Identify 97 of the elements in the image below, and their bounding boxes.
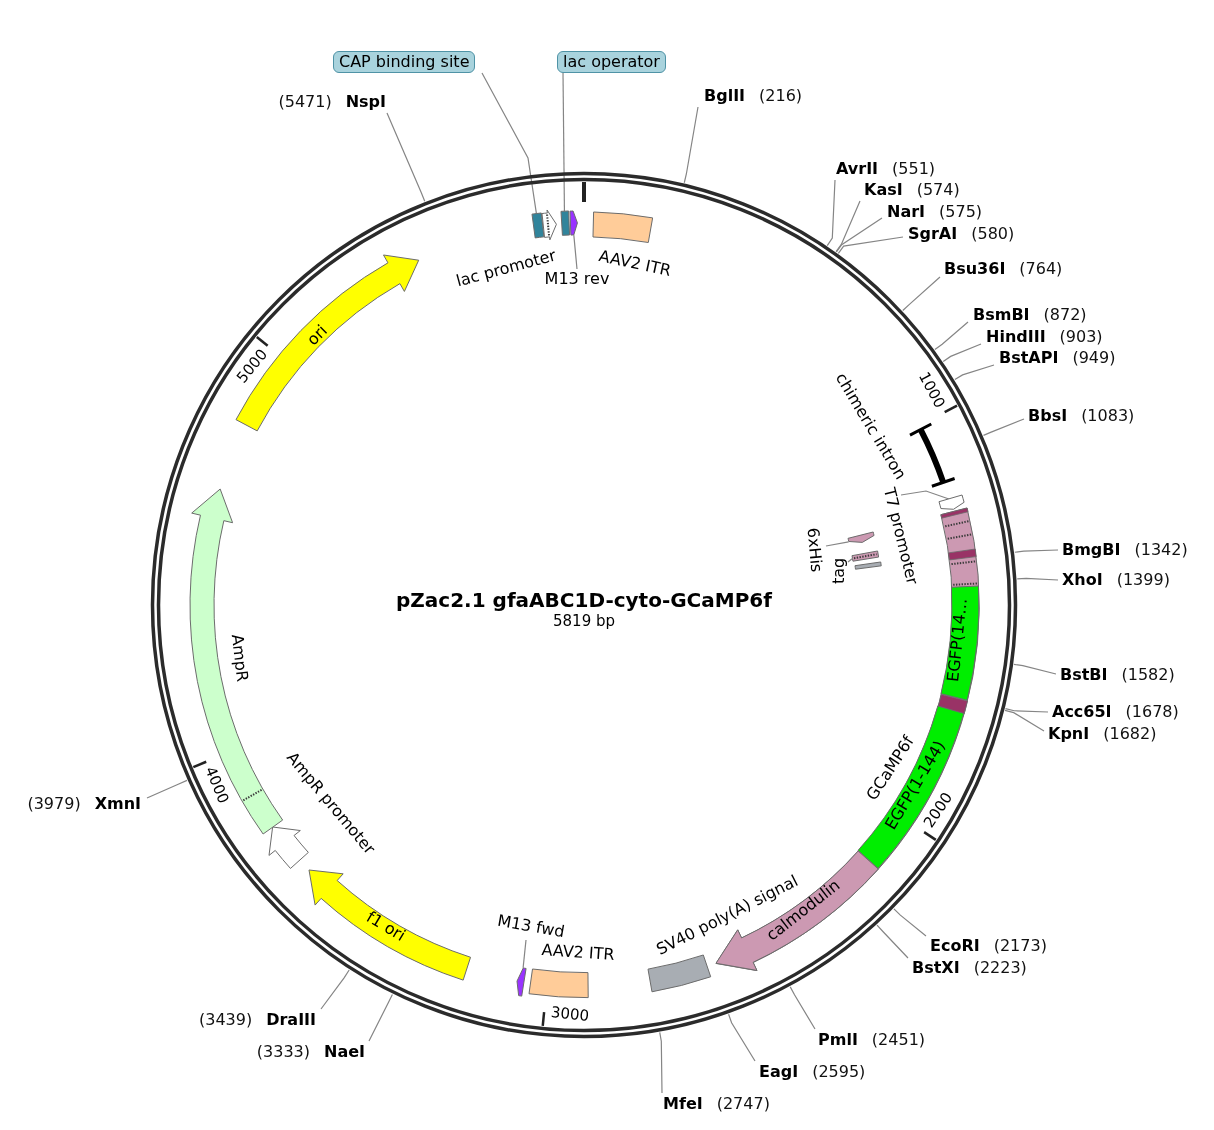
enzyme-name: EagI [759, 1061, 799, 1083]
enzyme-name: KpnI [1048, 723, 1090, 745]
feature-label: M13 fwd [495, 910, 567, 942]
cut-position: (1678) [1125, 701, 1179, 723]
callout-label: lac operator [557, 51, 666, 73]
cut-position: (551) [892, 158, 936, 180]
cut-position: (3979) [27, 793, 81, 815]
cut-position: (2223) [973, 957, 1027, 979]
feature-block [856, 705, 965, 870]
enzyme-name: BsmBI [973, 304, 1030, 326]
cut-position: (3439) [198, 1009, 253, 1031]
leader-line [835, 200, 861, 253]
leader-line [876, 924, 909, 959]
cut-position: (1682) [1103, 723, 1157, 745]
enzyme-name: BstBI [1060, 664, 1108, 686]
leader-line [942, 343, 982, 363]
leader-line [982, 418, 1025, 437]
cut-position: (2595) [812, 1061, 866, 1083]
tick-label: 3000 [549, 1002, 590, 1025]
enzyme-name: NarI [887, 201, 926, 223]
cut-position: (216) [759, 85, 803, 107]
tick-label: 4000 [201, 764, 233, 807]
leader-line [320, 969, 350, 1010]
enzyme-name: BstXI [912, 957, 960, 979]
leader-line [481, 72, 538, 215]
feature-label: EGFP(14… [943, 597, 971, 683]
cut-position: (1083) [1081, 405, 1135, 427]
directional-feature [235, 254, 420, 433]
cut-position: (2173) [993, 935, 1047, 957]
leader-line [902, 276, 941, 312]
enzyme-name: DraIII [266, 1009, 316, 1031]
cut-position: (872) [1043, 304, 1087, 326]
enzyme-name: HindIII [986, 326, 1046, 348]
leader-line [837, 236, 904, 254]
leader-line [522, 939, 527, 969]
enzyme-name: NspI [345, 91, 386, 113]
enzyme-name: AvrII [836, 158, 879, 180]
cut-position: (1342) [1134, 539, 1188, 561]
leader-line [835, 217, 883, 253]
enzyme-name: Bsu36I [944, 258, 1006, 280]
callout-label: CAP binding site [333, 51, 476, 73]
enzyme-name: Acc65I [1052, 701, 1112, 723]
enzyme-name: KasI [864, 179, 903, 201]
enzyme-name: XhoI [1062, 569, 1103, 591]
leader-line [826, 179, 836, 247]
leader-line [728, 1013, 756, 1062]
feature-block [940, 585, 980, 702]
feature-label: AAV2 ITR [540, 939, 616, 964]
leader-line [146, 779, 188, 799]
leader-line [789, 986, 816, 1030]
leader-line [825, 541, 850, 547]
cut-position: (2451) [871, 1029, 926, 1051]
leader-line [1016, 577, 1059, 581]
enzyme-name: MfeI [663, 1093, 703, 1115]
leader-line [954, 364, 995, 381]
leader-line [900, 490, 950, 500]
cut-position: (574) [916, 179, 960, 201]
feature-label: tag [828, 557, 848, 585]
cut-position: (903) [1059, 326, 1103, 348]
leader-line [1014, 549, 1059, 553]
enzyme-name: XmnI [94, 793, 141, 815]
leader-line [934, 321, 969, 351]
leader-line [573, 234, 578, 270]
cut-position: (2747) [716, 1093, 770, 1115]
plasmid-size: 5819 bp [553, 612, 615, 630]
feature-label: AmpR [227, 633, 253, 683]
enzyme-name: PmlI [818, 1029, 858, 1051]
leader-line [1013, 663, 1057, 675]
leader-line [1004, 709, 1045, 732]
plasmid-name: pZac2.1 gfaABC1D-cyto-GCaMP6f [396, 588, 772, 612]
leader-line [368, 993, 393, 1042]
cut-position: (949) [1072, 347, 1116, 369]
enzyme-name: BglII [704, 85, 746, 107]
enzyme-name: EcoRI [930, 935, 980, 957]
enzyme-name: SgrAI [908, 223, 958, 245]
leader-line [847, 558, 853, 563]
leader-line [386, 112, 426, 202]
enzyme-name: BstAPI [999, 347, 1059, 369]
leader-line [562, 72, 566, 213]
enzyme-name: BmgBI [1062, 539, 1121, 561]
cut-position: (5471) [278, 91, 332, 113]
enzyme-name: NaeI [324, 1041, 365, 1063]
cut-position: (1399) [1116, 569, 1170, 591]
cut-position: (1582) [1121, 664, 1175, 686]
directional-feature [307, 868, 472, 981]
leader-line [1004, 708, 1049, 713]
leader-line [683, 106, 699, 184]
cut-position: (3333) [256, 1041, 310, 1063]
cut-position: (580) [971, 223, 1015, 245]
leader-line [893, 908, 927, 937]
feature-label: 6xHis [803, 527, 827, 573]
cut-position: (764) [1019, 258, 1063, 280]
cut-position: (575) [939, 201, 983, 223]
enzyme-name: BbsI [1028, 405, 1068, 427]
leader-line [659, 1031, 663, 1094]
feature-label: f1 ori [363, 907, 409, 945]
feature-label: ori [302, 320, 332, 350]
